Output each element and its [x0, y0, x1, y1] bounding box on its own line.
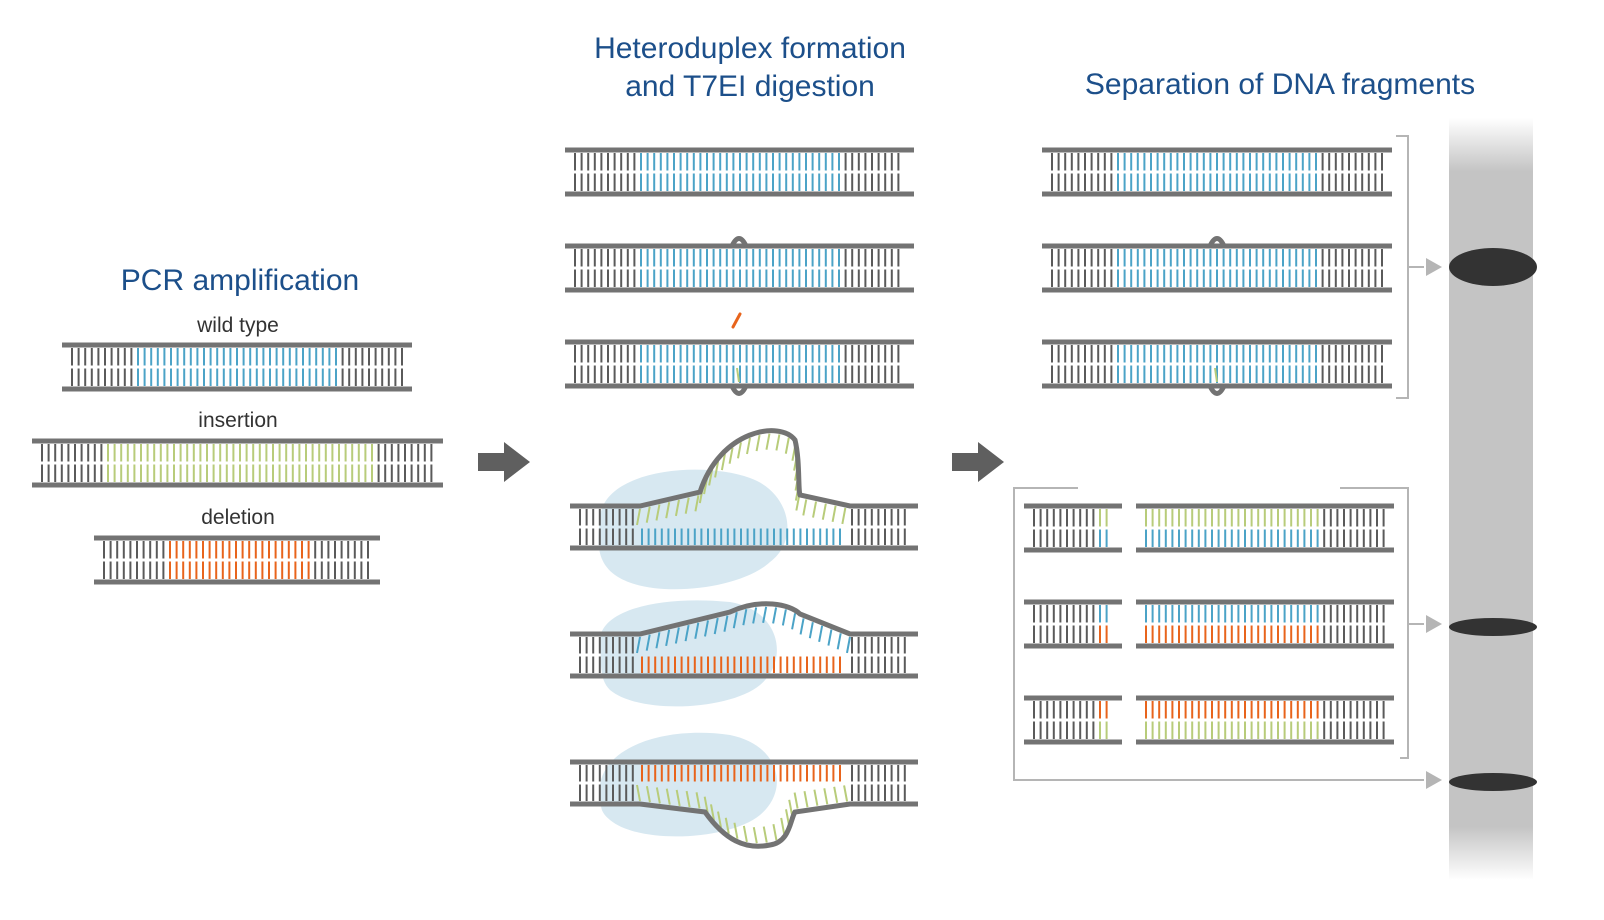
- sep-short-fragment-2: [1024, 599, 1122, 649]
- gel-band-2: [1449, 618, 1537, 636]
- dna-heteroduplex-deletion-insertion: [570, 759, 918, 849]
- heteroduplex-title-line1: Heteroduplex formation: [594, 32, 906, 65]
- dna-heteroduplex-wt-deletion: [570, 601, 918, 679]
- dna-insertion: [32, 438, 443, 488]
- gel-lane: [1449, 118, 1533, 880]
- dna-homoduplex-1: [565, 147, 914, 197]
- heteroduplex-title-line2: and T7EI digestion: [625, 70, 875, 103]
- bracket-uncut: [1396, 135, 1409, 399]
- enzyme-blob-3: [599, 732, 777, 837]
- wild-type-label: wild type: [197, 314, 279, 337]
- enzyme-blob-2: [599, 600, 777, 707]
- sep-short-fragment-1: [1024, 503, 1122, 553]
- cut-mark: [731, 312, 742, 329]
- bracket-short: [1013, 487, 1424, 781]
- enzyme-blob-1: [598, 469, 788, 590]
- arrow-head-uncut: [1426, 258, 1442, 276]
- pcr-title: PCR amplification: [120, 264, 360, 297]
- dna-homoduplex-2: [565, 236, 914, 293]
- sep-short-fragment-3: [1024, 695, 1122, 745]
- gel-band-1: [1449, 248, 1537, 286]
- sep-long-fragment-1: [1136, 503, 1394, 553]
- sep-long-fragment-3: [1136, 695, 1394, 745]
- process-arrow-2: [952, 442, 1004, 482]
- deletion-label: deletion: [201, 506, 275, 529]
- gel-band-3: [1449, 773, 1537, 791]
- dna-deletion: [94, 535, 380, 585]
- arrow-head-cut: [1426, 615, 1442, 633]
- arrow-head-short: [1426, 771, 1442, 789]
- process-arrow-1: [478, 442, 530, 482]
- separation-title: Separation of DNA fragments: [1084, 68, 1476, 101]
- sep-long-fragment-2: [1136, 599, 1394, 649]
- dna-heteroduplex-insertion-wt: [570, 428, 918, 551]
- sep-fragment-wt-2: [1042, 236, 1392, 293]
- dna-wild-type: [62, 342, 412, 392]
- sep-fragment-wt-1: [1042, 147, 1392, 197]
- sep-fragment-wt-3: [1042, 339, 1392, 396]
- dna-homoduplex-3: [565, 339, 914, 396]
- insertion-label: insertion: [198, 409, 278, 432]
- heteroduplex-title: Heteroduplex formation and T7EI digestio…: [540, 30, 960, 106]
